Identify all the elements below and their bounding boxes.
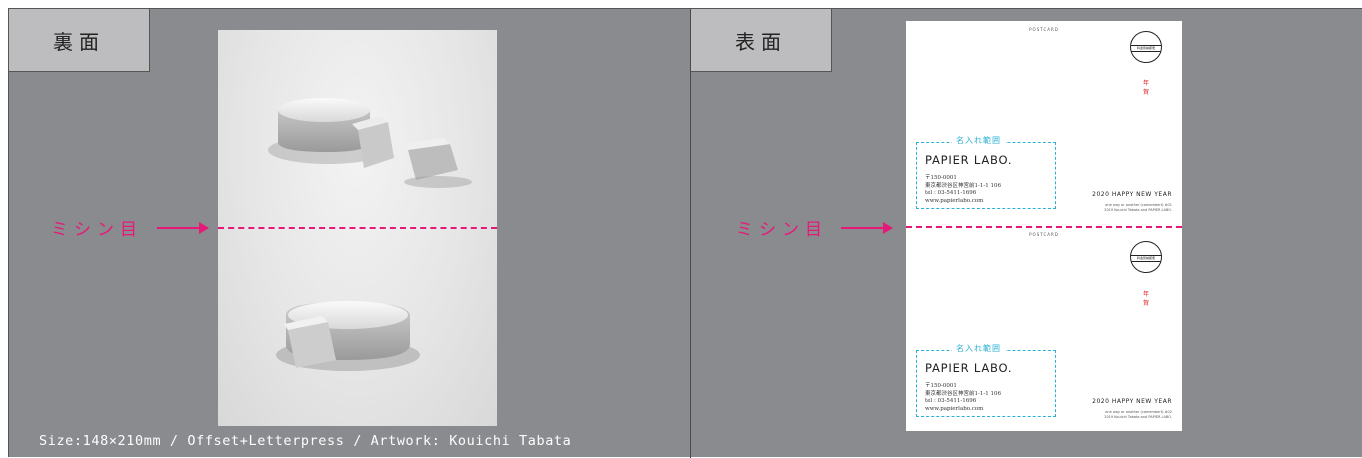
postage-stamp-icon: 料金別納郵便 xyxy=(1130,31,1162,63)
postal-code: 〒150-0001 xyxy=(925,383,957,389)
perforation-label-back: ミシン目 xyxy=(51,215,143,240)
postcard-bottom: POSTCARD 料金別納郵便 年賀 名入れ範囲 PAPIER LABO. 〒1… xyxy=(906,226,1182,431)
perforation-text-front: ミシン目 xyxy=(736,220,828,240)
postcard-top: POSTCARD 料金別納郵便 年賀 名入れ範囲 PAPIER LABO. 〒1… xyxy=(906,21,1182,226)
new-year-greeting: 2020 HAPPY NEW YEAR xyxy=(1092,398,1172,405)
perforation-label-front: ミシン目 xyxy=(736,215,828,240)
nenga-mark: 年賀 xyxy=(1142,291,1149,307)
telephone: tel : 03-5411-1696 xyxy=(925,190,977,196)
perforation-text-back: ミシン目 xyxy=(51,220,143,240)
fineprint-title: one way or another (camembert) #02 xyxy=(1105,410,1172,414)
postal-code: 〒150-0001 xyxy=(925,175,957,181)
stamp-text: 料金別納郵便 xyxy=(1131,255,1161,262)
spec-caption: Size:148×210mm / Offset+Letterpress / Ar… xyxy=(39,433,572,449)
fineprint-credit: 2019 Kouichi Tabata and PAPIER LABO. xyxy=(1104,415,1172,419)
name-imprint-title: 名入れ範囲 xyxy=(952,343,1005,354)
back-side-label: 裏面 xyxy=(53,29,105,54)
fineprint-credit: 2019 Kouichi Tabata and PAPIER LABO. xyxy=(1104,208,1172,212)
nenga-mark: 年賀 xyxy=(1142,80,1149,96)
cheese-drawing-icon xyxy=(268,98,472,371)
postcard-label: POSTCARD xyxy=(1029,232,1059,237)
fineprint-title: one way or another (camembert) #01 xyxy=(1105,203,1172,207)
company-name: PAPIER LABO. xyxy=(925,153,1013,167)
new-year-greeting: 2020 HAPPY NEW YEAR xyxy=(1092,191,1172,198)
telephone: tel : 03-5411-1696 xyxy=(925,398,977,404)
right-arrow-icon xyxy=(157,222,209,234)
stamp-text: 料金別納郵便 xyxy=(1131,45,1161,52)
name-imprint-area: 名入れ範囲 PAPIER LABO. 〒150-0001 東京都渋谷区神宮前1-… xyxy=(916,135,1056,209)
panel-divider xyxy=(690,9,691,458)
website: www.papierlabo.com xyxy=(925,406,984,412)
company-name: PAPIER LABO. xyxy=(925,361,1013,375)
street-address: 東京都渋谷区神宮前1-1-1 106 xyxy=(925,183,1001,189)
postcard-label: POSTCARD xyxy=(1029,27,1059,32)
right-arrow-icon xyxy=(841,222,893,234)
name-imprint-area: 名入れ範囲 PAPIER LABO. 〒150-0001 東京都渋谷区神宮前1-… xyxy=(916,343,1056,417)
front-side-label: 表面 xyxy=(735,29,787,54)
back-side-tab: 裏面 xyxy=(9,9,150,72)
website: www.papierlabo.com xyxy=(925,198,984,204)
street-address: 東京都渋谷区神宮前1-1-1 106 xyxy=(925,391,1001,397)
perforation-line-back xyxy=(218,227,497,229)
front-side-tab: 表面 xyxy=(691,9,832,72)
perforation-line-front xyxy=(906,226,1182,228)
postage-stamp-icon: 料金別納郵便 xyxy=(1130,241,1162,273)
name-imprint-title: 名入れ範囲 xyxy=(952,135,1005,146)
